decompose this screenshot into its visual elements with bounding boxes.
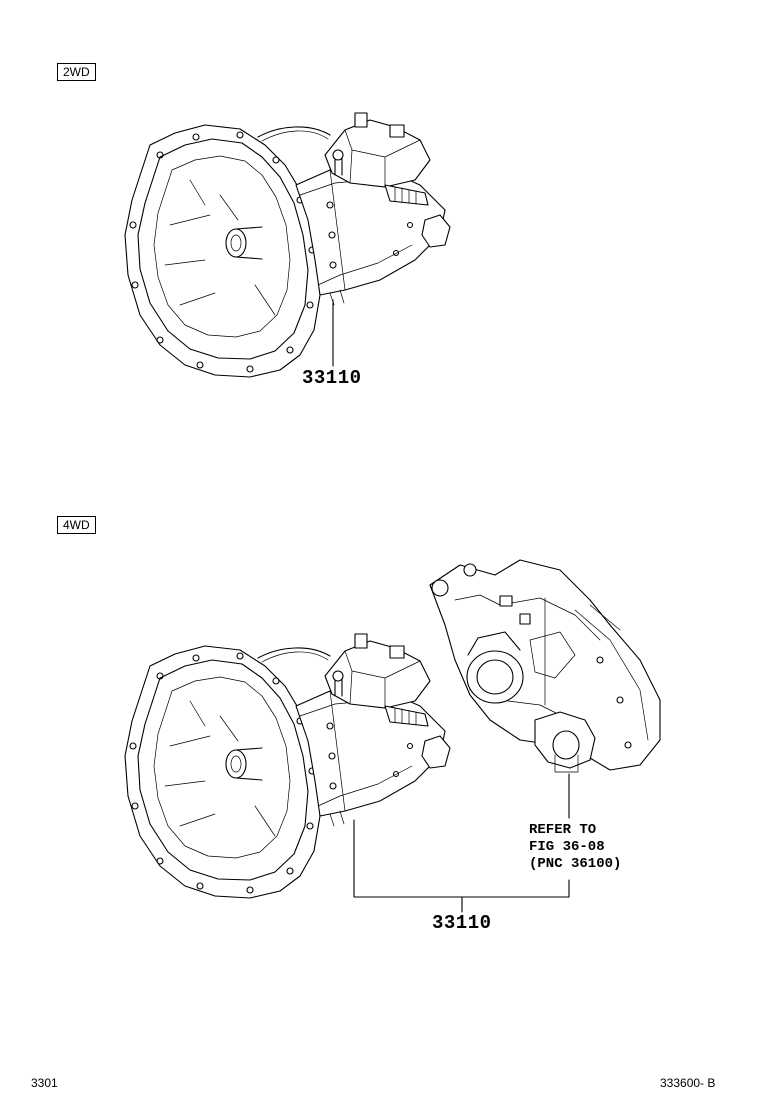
part-number-4wd: 33110 <box>432 912 492 934</box>
refer-line-2: FIG 36-08 <box>529 839 605 855</box>
section-label-2wd: 2WD <box>57 63 96 81</box>
part-number-2wd: 33110 <box>302 367 362 389</box>
footer-left-code: 3301 <box>31 1076 58 1090</box>
footer-right-code: 333600- B <box>660 1076 716 1090</box>
refer-line-3: (PNC 36100) <box>529 856 622 872</box>
section-label-4wd: 4WD <box>57 516 96 534</box>
refer-note: REFER TO FIG 36-08 (PNC 36100) <box>529 822 621 873</box>
transfer-case-art <box>429 559 661 773</box>
refer-line-1: REFER TO <box>529 822 597 838</box>
